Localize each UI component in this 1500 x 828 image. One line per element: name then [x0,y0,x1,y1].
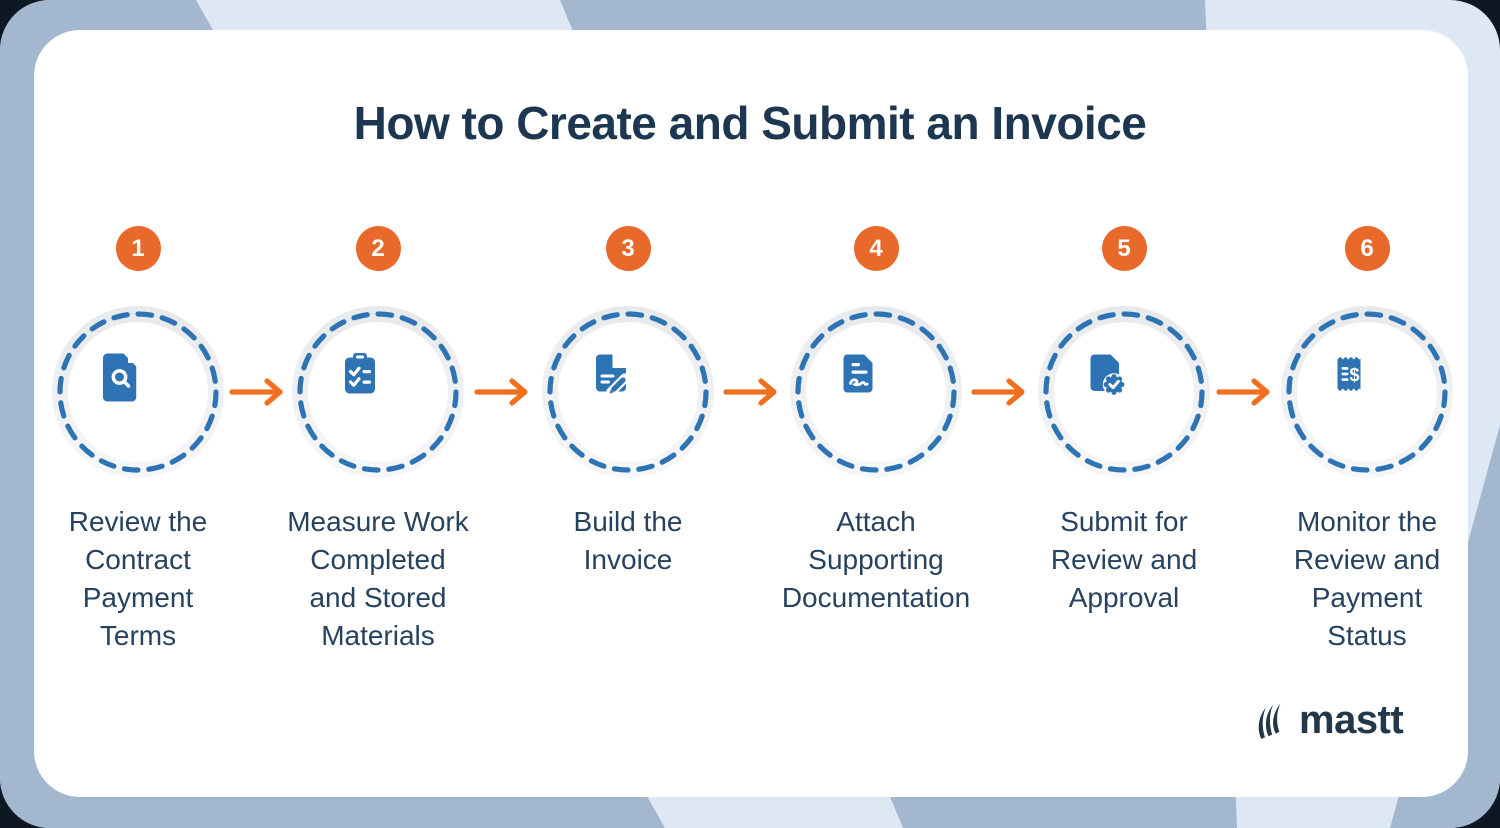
step-2: 2 Measure Work Completed and Stored Mate… [262,226,494,655]
svg-text:$: $ [1349,365,1359,385]
brand-logo-text: mastt [1299,698,1404,742]
step-label: Review the Contract Payment Terms [68,506,208,651]
arrow-right-icon [1216,378,1270,406]
step-5: 5 Submi [1008,226,1240,617]
arrow-right-icon [474,378,528,406]
content-card [34,30,1468,797]
step-number-badge: 5 [1101,226,1147,271]
step-label: Submit for Review and Approval [1050,506,1198,613]
document-edit-icon [542,306,714,478]
document-signature-icon [790,306,962,478]
page-title: How to Create and Submit an Invoice [353,97,1147,149]
step-number-badge: 6 [1344,226,1390,271]
step-4: 4 Attach Supporting Documentation [760,226,992,617]
step-number-badge: 2 [355,226,401,271]
brand-logo: mastt [1256,698,1404,743]
document-approved-icon [1038,306,1210,478]
step-number-badge: 4 [853,226,899,271]
step-6: 6 $ Monitor the Review and Payment Statu… [1251,226,1483,655]
step-number-badge: 3 [605,226,651,271]
receipt-dollar-icon: $ [1281,306,1453,478]
step-label: Attach Supporting Documentation [781,506,971,613]
mastt-logo-mark [1258,703,1281,739]
step-3: 3 Build the Invoice [512,226,744,579]
document-search-icon [52,306,224,478]
step-1: 1 Review the Contract Payment Terms [22,226,254,655]
step-label: Build the Invoice [573,506,683,575]
arrow-right-icon [229,378,283,406]
arrow-right-icon [971,378,1025,406]
step-label: Measure Work Completed and Stored Materi… [287,506,469,651]
arrow-right-icon [723,378,777,406]
clipboard-checklist-icon [292,306,464,478]
step-label: Monitor the Review and Payment Status [1293,506,1441,651]
step-number-badge: 1 [115,226,161,271]
